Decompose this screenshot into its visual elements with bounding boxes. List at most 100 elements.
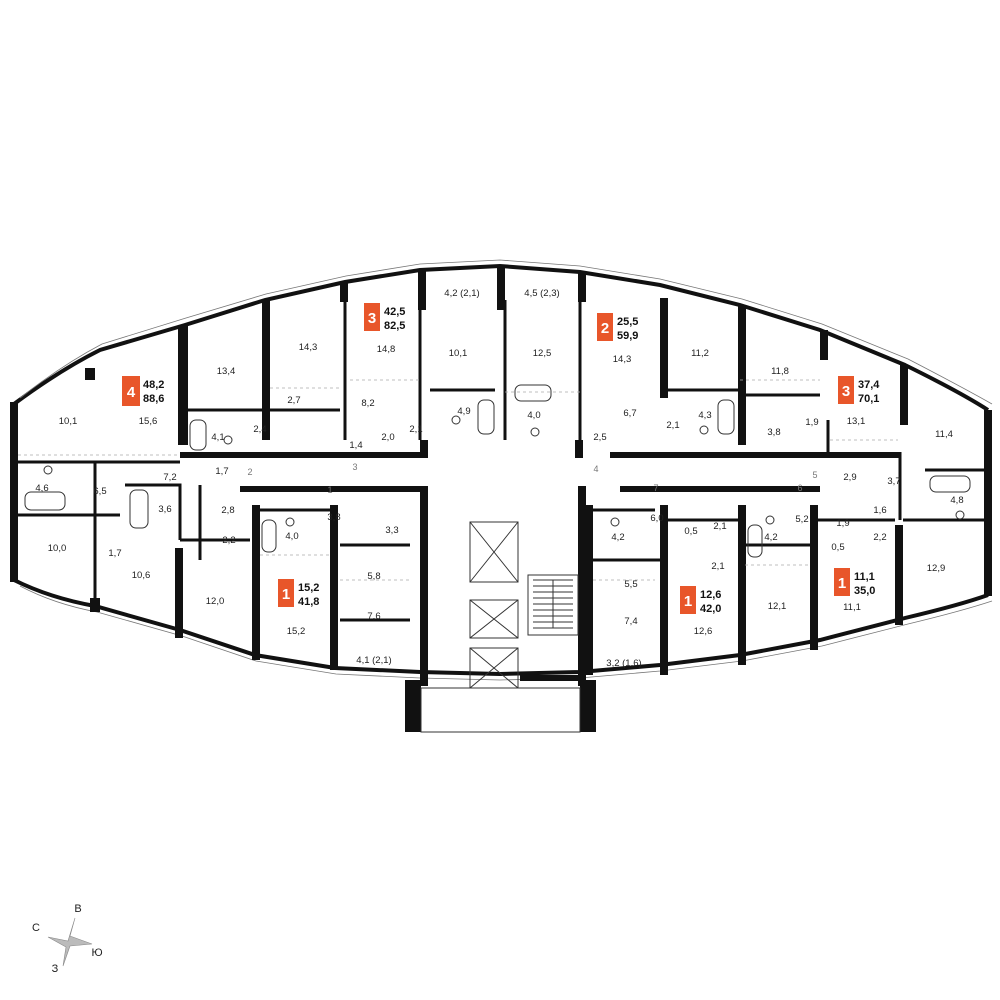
outer-walls [10, 259, 993, 681]
room-area: 2,2 [873, 532, 886, 543]
room-area: 3,2 (1,6) [606, 658, 641, 669]
room-area: 1,9 [836, 518, 849, 529]
room-area: 2,9 [843, 472, 856, 483]
room-area: 4,0 [285, 531, 298, 542]
room-area: 2,1 [713, 521, 726, 532]
room-area: 7,4 [624, 616, 637, 627]
apartment-rooms: 1 [282, 586, 290, 603]
apartment-living-area: 48,2 [143, 379, 164, 391]
room-area: 6,5 [93, 486, 106, 497]
room-area: 14,3 [299, 342, 318, 353]
room-area: 2,8 [221, 505, 234, 516]
room-area: 13,1 [847, 416, 866, 427]
apartment-living-area: 25,5 [617, 316, 638, 328]
room-area: 15,6 [139, 416, 158, 427]
room-area: 3,6 [158, 504, 171, 515]
room-area: 6,0 [650, 513, 663, 524]
apartment-total-area: 35,0 [854, 585, 875, 597]
room-area: 12,9 [927, 563, 946, 574]
door-number: 6 [797, 483, 802, 493]
room-area: 10,6 [132, 570, 151, 581]
room-area: 12,0 [206, 596, 225, 607]
apartment-badge-4-tag [122, 376, 140, 406]
room-area: 10,0 [48, 543, 67, 554]
door-numbers: 1 2 3 4 5 6 7 [247, 462, 817, 495]
room-area: 4,3 [698, 410, 711, 421]
room-area: 11,4 [935, 429, 953, 440]
apartment-rooms: 3 [842, 383, 850, 400]
apartment-total-area: 82,5 [384, 320, 405, 332]
bathroom-fixtures [24, 384, 971, 558]
door-number: 1 [327, 485, 332, 495]
room-area: 4,2 [611, 532, 624, 543]
room-area: 0,5 [684, 526, 697, 537]
compass: С В Ю З [32, 903, 103, 975]
room-area: 8,2 [361, 398, 374, 409]
room-area: 5,8 [367, 571, 380, 582]
apartment-badge-1b: 1 12,6 42,0 [680, 586, 721, 615]
apartment-total-area: 88,6 [143, 393, 164, 405]
door-number: 5 [812, 470, 817, 480]
apartment-badge-4: 4 48,2 88,6 [122, 376, 178, 406]
room-area: 5,2 [795, 514, 808, 525]
room-area: 3,7 [887, 476, 900, 487]
room-area: 4,0 [527, 410, 540, 421]
apartment-rooms: 2 [601, 320, 609, 337]
room-area: 3,3 [385, 525, 398, 536]
room-area: 14,3 [613, 354, 632, 365]
room-area: 11,2 [691, 348, 709, 359]
room-area: 4,5 (2,3) [524, 288, 559, 299]
room-area: 4,6 [35, 483, 48, 494]
room-area: 12,6 [694, 626, 713, 637]
apartment-rooms: 4 [127, 384, 136, 401]
room-area: 11,1 [843, 602, 861, 613]
room-area: 2,5 [593, 432, 606, 443]
apartment-total-area: 41,8 [298, 596, 319, 608]
stairs [533, 579, 573, 629]
room-area: 14,8 [377, 344, 396, 355]
room-area: 4,2 (2,1) [444, 288, 479, 299]
door-number: 4 [593, 464, 598, 474]
room-area: 1,7 [108, 548, 121, 559]
corridor-walls [180, 440, 900, 733]
partitions [18, 300, 988, 622]
room-area: 10,1 [449, 348, 468, 359]
room-area: 13,4 [217, 366, 236, 377]
room-area: 3,8 [767, 427, 780, 438]
room-area: 4,1 [211, 432, 224, 443]
room-area: 10,1 [59, 416, 78, 427]
room-area: 2,4 [253, 424, 266, 435]
apartment-living-area: 11,1 [854, 571, 875, 583]
apartment-living-area: 42,5 [384, 306, 405, 318]
apartment-badge-2: 2 25,5 59,9 [597, 313, 638, 342]
apartment-total-area: 42,0 [700, 603, 721, 615]
apartment-rooms: 1 [838, 575, 846, 592]
door-number: 7 [653, 483, 658, 493]
compass-north: С [32, 922, 40, 934]
apartment-living-area: 12,6 [700, 589, 721, 601]
apartment-badge-1a: 1 15,2 41,8 [278, 579, 319, 608]
compass-east: В [74, 903, 81, 915]
room-area: 11,8 [771, 366, 789, 377]
apartment-badges: 4 48,2 88,6 3 42,5 82,5 2 25,5 59,9 3 37… [122, 303, 880, 615]
room-area: 7,2 [163, 472, 176, 483]
room-area: 4,1 (2,1) [356, 655, 391, 666]
room-area: 0,5 [831, 542, 844, 553]
room-area: 2,7 [287, 395, 300, 406]
apartment-badge-1c: 1 11,1 35,0 [834, 568, 875, 597]
room-area: 12,1 [768, 601, 787, 612]
room-area: 7,6 [367, 611, 380, 622]
room-area: 12,5 [533, 348, 552, 359]
room-area: 5,5 [624, 579, 637, 590]
room-area: 2,1 [409, 424, 422, 435]
room-area: 2,0 [381, 432, 394, 443]
room-area: 4,9 [457, 406, 470, 417]
room-area-labels: 10,1 15,6 13,4 14,3 14,8 4,2 (2,1) 10,1 … [35, 288, 963, 669]
room-area: 2,1 [666, 420, 679, 431]
compass-rose-icon [47, 917, 93, 967]
room-area: 1,7 [215, 466, 228, 477]
room-area: 1,6 [873, 505, 886, 516]
apartment-badge-3b: 3 37,4 70,1 [838, 376, 880, 405]
room-area: 4,8 [950, 495, 963, 506]
